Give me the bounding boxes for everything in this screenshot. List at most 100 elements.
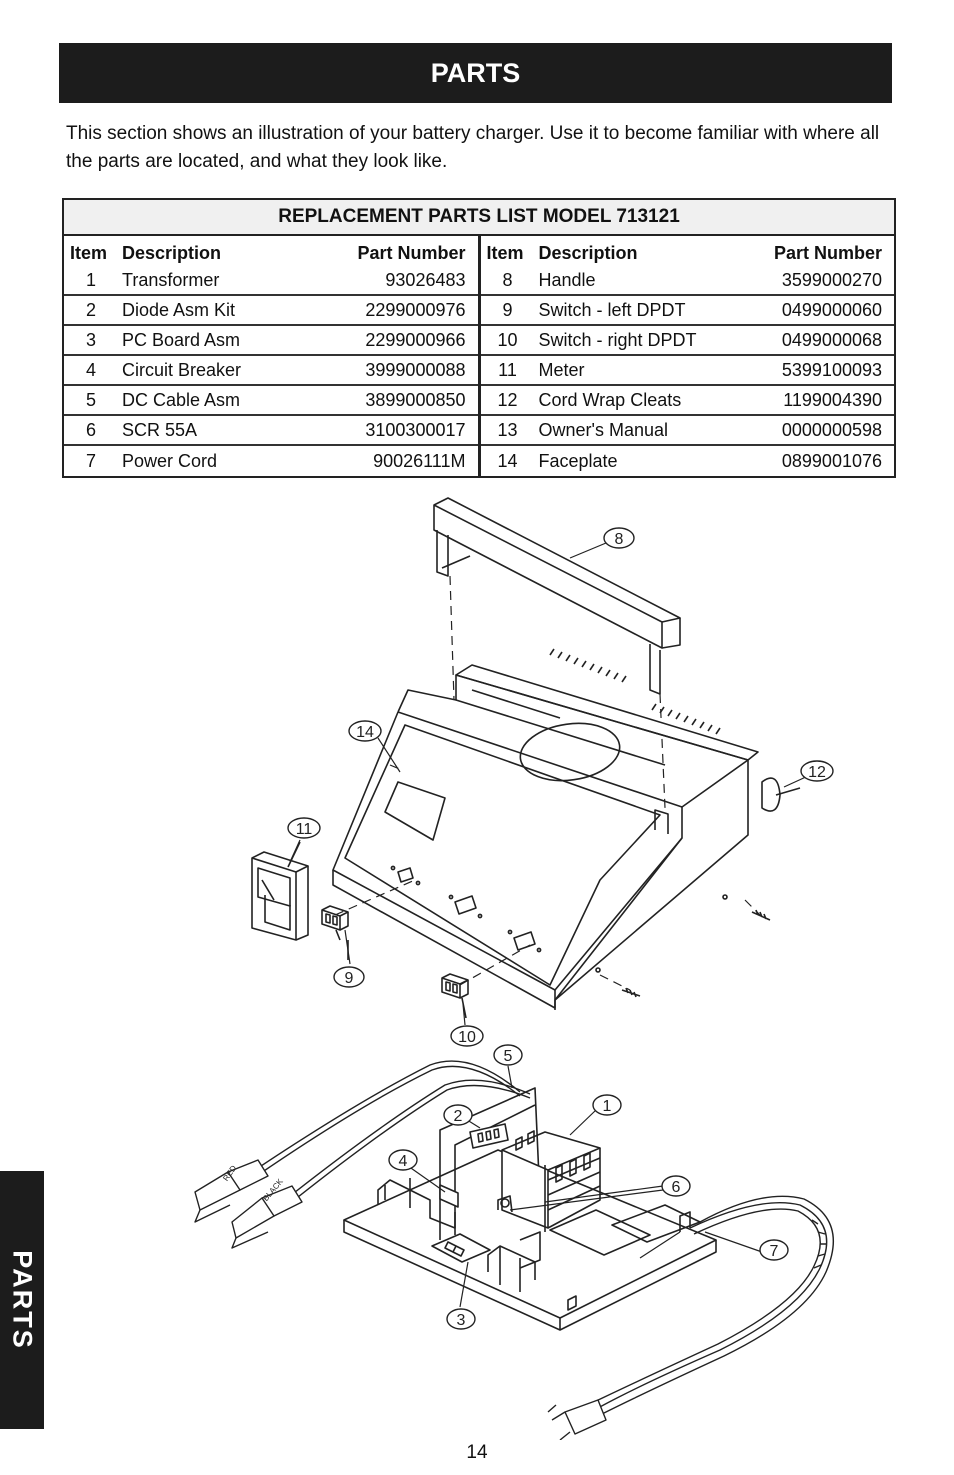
table-row: 14 Faceplate 0899001076	[481, 446, 895, 476]
power-cord-part	[547, 1195, 834, 1440]
callout-6	[661, 1175, 691, 1197]
parts-table-left-half: Item Description Part Number 1 Transforme…	[64, 236, 481, 476]
page-title-bar: PARTS	[59, 43, 892, 103]
row-description: Switch - right DPDT	[538, 329, 697, 350]
column-header-item: Item	[70, 243, 108, 263]
row-description: Faceplate	[538, 450, 618, 471]
column-header-item: Item	[486, 243, 524, 263]
table-row: 2 Diode Asm Kit 2299000976	[64, 296, 478, 326]
exploded-parts-diagram: 8 14 12 11 9 10 5 1 2 4 6 7 3 RED BLACK	[194, 497, 834, 1440]
row-part-number: 0899001076	[781, 450, 882, 471]
row-part-number: 0499000068	[781, 329, 882, 350]
parts-table-title: REPLACEMENT PARTS LIST MODEL 713121	[64, 200, 894, 236]
row-item: 5	[85, 389, 96, 410]
table-row: 1 Transformer 93026483	[64, 266, 478, 296]
callout-8	[603, 527, 635, 549]
row-item: 6	[85, 419, 96, 440]
row-part-number: 3999000088	[365, 359, 466, 380]
row-description: Owner's Manual	[538, 419, 669, 440]
callout-2	[443, 1104, 473, 1126]
callout-5	[493, 1044, 523, 1066]
dc-cable-assembly	[194, 1060, 531, 1249]
row-part-number: 2299000976	[365, 299, 466, 320]
callout-1	[592, 1094, 622, 1116]
callout-label: 7	[770, 1243, 779, 1260]
parts-table-right-half: Item Description Part Number 8 Handle 3599…	[480, 236, 895, 476]
row-part-number: 5399100093	[781, 359, 882, 380]
table-column-headers: Item Description Part Number	[481, 236, 895, 266]
side-tab-label: PARTS	[7, 1250, 38, 1350]
table-row: 8 Handle 3599000270	[480, 266, 894, 296]
callout-label: 9	[345, 970, 354, 987]
row-part-number: 3899000850	[365, 389, 466, 410]
side-section-tab: PARTS	[0, 1171, 44, 1429]
page-number: 14	[466, 1442, 488, 1463]
row-description: Diode Asm Kit	[122, 299, 236, 320]
table-row: 12 Cord Wrap Cleats 1199004390	[480, 386, 894, 416]
row-description: Handle	[538, 269, 596, 290]
row-part-number: 90026111M	[373, 450, 466, 471]
callout-label: 2	[454, 1108, 463, 1125]
callout-label: 6	[672, 1179, 681, 1196]
callout-label: 1	[603, 1098, 612, 1115]
callout-label: 10	[458, 1029, 476, 1046]
row-part-number: 0499000060	[781, 299, 882, 320]
row-part-number: 1199004390	[783, 389, 882, 410]
callout-9	[333, 966, 365, 988]
row-item: 11	[498, 359, 517, 380]
row-part-number: 0000000598	[781, 419, 882, 440]
table-column-headers: Item Description Part Number	[64, 236, 478, 266]
row-item: 2	[85, 299, 96, 320]
switch-left-part	[321, 905, 349, 960]
table-row: 5 DC Cable Asm 3899000850	[64, 386, 478, 416]
table-row: 11 Meter 5399100093	[480, 356, 894, 386]
row-description: Transformer	[122, 269, 220, 290]
row-part-number: 2299000966	[365, 329, 466, 350]
column-header-part-number: Part Number	[357, 243, 466, 263]
column-header-part-number: Part Number	[773, 243, 882, 263]
charger-cabinet	[332, 648, 759, 1010]
row-description: DC Cable Asm	[122, 389, 241, 410]
row-description: SCR 55A	[122, 419, 198, 440]
intro-paragraph: This section shows an illustration of yo…	[66, 123, 880, 172]
row-description: Cord Wrap Cleats	[538, 389, 682, 410]
row-part-number: 93026483	[385, 269, 466, 290]
row-part-number: 3100300017	[365, 419, 466, 440]
row-item: 14	[497, 450, 518, 471]
callout-7	[759, 1239, 789, 1261]
page-title: PARTS	[430, 57, 521, 88]
row-item: 1	[85, 269, 96, 290]
callout-14	[348, 720, 382, 742]
row-item: 8	[502, 269, 513, 290]
row-item: 12	[497, 389, 518, 410]
row-item: 9	[502, 299, 513, 320]
switch-right-part	[441, 973, 469, 1019]
callout-10	[450, 1025, 484, 1047]
callout-12	[800, 760, 834, 782]
meter-part	[251, 841, 309, 941]
base-assembly	[343, 1087, 717, 1331]
row-part-number: 3599000270	[781, 269, 882, 290]
callout-label: 14	[356, 724, 374, 741]
row-item: 13	[497, 419, 518, 440]
callout-label: 5	[504, 1048, 513, 1065]
parts-table: REPLACEMENT PARTS LIST MODEL 713121 Item…	[62, 198, 896, 478]
row-description: Meter	[538, 359, 585, 380]
column-header-description: Description	[122, 243, 222, 263]
row-item: 7	[85, 450, 96, 471]
row-description: Circuit Breaker	[122, 359, 242, 380]
table-row: 6 SCR 55A 3100300017	[64, 416, 478, 446]
callout-11	[287, 817, 321, 839]
callout-label: 11	[296, 821, 313, 838]
callout-label: 8	[615, 531, 624, 548]
callout-label: 12	[808, 764, 826, 781]
table-row: 4 Circuit Breaker 3999000088	[64, 356, 478, 386]
callout-label: 3	[457, 1312, 466, 1329]
handle-part	[433, 497, 681, 695]
column-header-description: Description	[538, 243, 638, 263]
row-item: 4	[85, 359, 96, 380]
row-item: 10	[497, 329, 518, 350]
table-row: 13 Owner's Manual 0000000598	[480, 416, 894, 446]
row-item: 3	[85, 329, 96, 350]
